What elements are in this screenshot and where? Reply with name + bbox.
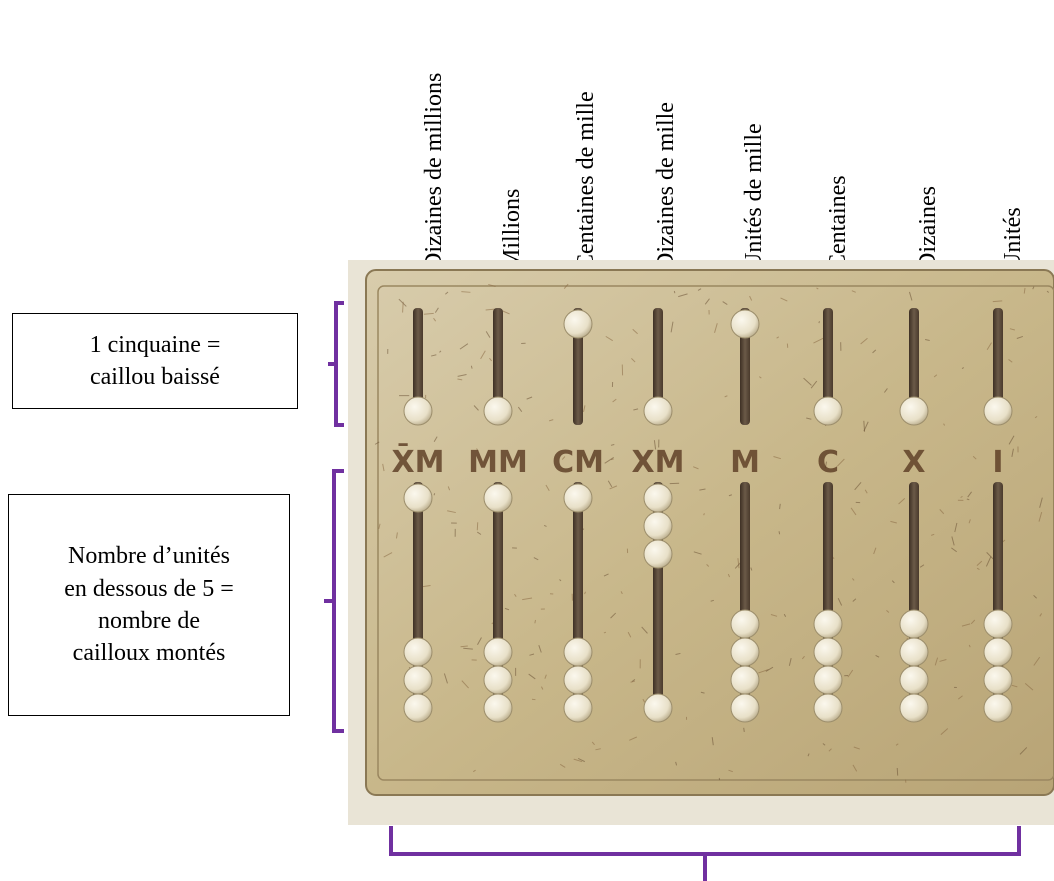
board-speckle — [535, 620, 536, 623]
unit-pebble-raised — [484, 484, 512, 512]
unit-pebble-lowered — [564, 666, 592, 694]
unit-pebble-raised — [644, 540, 672, 568]
five-pebble — [731, 310, 759, 338]
column-label-unites-de-mille: Unités de mille — [742, 123, 766, 270]
unit-pebble-lowered — [404, 638, 432, 666]
unit-pebble-lowered — [484, 694, 512, 722]
unit-pebble-raised — [564, 484, 592, 512]
column-numeral: C — [817, 445, 839, 480]
cinquaine-bracket — [328, 303, 344, 425]
unit-pebble-lowered — [984, 638, 1012, 666]
column-numeral: X̄M — [392, 444, 445, 480]
unites-note-text: Nombre d’unités en dessous de 5 = nombre… — [54, 540, 244, 670]
unit-pebble-lowered — [900, 610, 928, 638]
column-numeral: M — [730, 445, 760, 480]
unit-pebble-lowered — [814, 610, 842, 638]
unit-pebble-lowered — [984, 666, 1012, 694]
five-pebble — [644, 397, 672, 425]
unit-pebble-lowered — [731, 638, 759, 666]
cinquaine-note-text: 1 cinquaine = caillou baissé — [80, 329, 231, 394]
unit-pebble-lowered — [404, 666, 432, 694]
unit-pebble-lowered — [900, 694, 928, 722]
board-speckle — [704, 513, 705, 515]
unit-pebble-lowered — [484, 666, 512, 694]
unit-pebble-lowered — [731, 666, 759, 694]
unit-pebble-raised — [404, 484, 432, 512]
unit-pebble-lowered — [731, 610, 759, 638]
cinquaine-note: 1 cinquaine = caillou baissé — [12, 313, 298, 409]
five-pebble — [404, 397, 432, 425]
five-pebble — [564, 310, 592, 338]
board-speckle — [403, 302, 404, 313]
column-label-dizaines-de-mille: Dizaines de mille — [654, 102, 678, 270]
unites-note: Nombre d’unités en dessous de 5 = nombre… — [8, 494, 290, 716]
unit-pebble-lowered — [644, 694, 672, 722]
bottom-bracket — [391, 826, 1019, 881]
unit-pebble-lowered — [404, 694, 432, 722]
column-numeral: MM — [468, 445, 528, 480]
column-label-millions: Millions — [500, 189, 524, 270]
column-label-dizaines: Dizaines — [916, 186, 940, 270]
unit-pebble-lowered — [484, 638, 512, 666]
five-pebble — [984, 397, 1012, 425]
unit-pebble-lowered — [731, 694, 759, 722]
column-numeral: CM — [552, 445, 604, 480]
five-pebble — [900, 397, 928, 425]
unit-pebble-raised — [644, 512, 672, 540]
unit-pebble-lowered — [814, 666, 842, 694]
column-numeral: I — [992, 445, 1003, 480]
unit-pebble-lowered — [900, 666, 928, 694]
unites-bracket — [324, 471, 344, 731]
column-label-centaines: Centaines — [826, 175, 850, 270]
five-pebble — [484, 397, 512, 425]
board-plate — [366, 270, 1054, 795]
unit-pebble-lowered — [564, 638, 592, 666]
board-speckle — [779, 531, 780, 534]
unit-pebble-raised — [644, 484, 672, 512]
column-numeral: X — [902, 445, 925, 480]
unit-pebble-lowered — [900, 638, 928, 666]
unit-pebble-lowered — [814, 638, 842, 666]
unit-pebble-lowered — [984, 610, 1012, 638]
board-speckle — [461, 292, 470, 293]
board-speckle — [780, 504, 781, 509]
unit-pebble-lowered — [984, 694, 1012, 722]
five-pebble — [814, 397, 842, 425]
unit-pebble-lowered — [814, 694, 842, 722]
board-speckle — [744, 728, 745, 732]
column-label-dizaines-de-millions: Dizaines de millions — [422, 73, 446, 270]
board-speckle — [434, 493, 435, 495]
unit-pebble-lowered — [564, 694, 592, 722]
abacus-board: X̄M MM CM XM M C X I — [348, 260, 1054, 825]
column-numeral: XM — [632, 445, 685, 480]
column-label-centaines-de-mille: Centaines de mille — [574, 91, 598, 270]
